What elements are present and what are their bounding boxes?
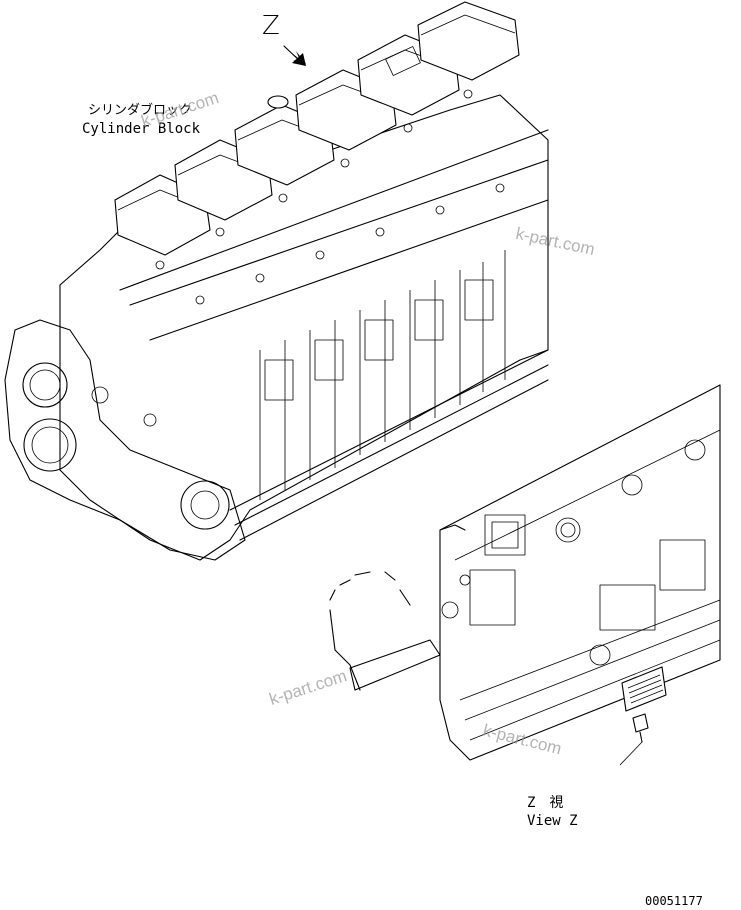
- gear-housing-bore-upper: [22, 362, 68, 408]
- drawing-number: 00051177: [645, 894, 703, 908]
- rivet: [632, 713, 649, 743]
- view-z-detail: [329, 384, 721, 766]
- cylinder-block-label-jp: シリンダブロック: [88, 103, 193, 118]
- rocker-cover-6: [417, 1, 520, 81]
- flywheel-side-bore: [180, 480, 230, 530]
- name-plate: [621, 666, 667, 712]
- gear-housing-bore-lower: [23, 418, 77, 472]
- view-z-label-en: View Z: [527, 813, 578, 829]
- view-marker-z: Z: [262, 11, 280, 41]
- view-z-arrow-icon: [283, 45, 306, 66]
- oil-filler-cap: [267, 95, 289, 109]
- cylinder-block-label-en: Cylinder Block: [82, 121, 201, 137]
- gear-housing: [4, 319, 246, 561]
- view-z-label-jp: Z 視: [527, 795, 564, 811]
- cylinder-block-assembly: [4, 1, 549, 561]
